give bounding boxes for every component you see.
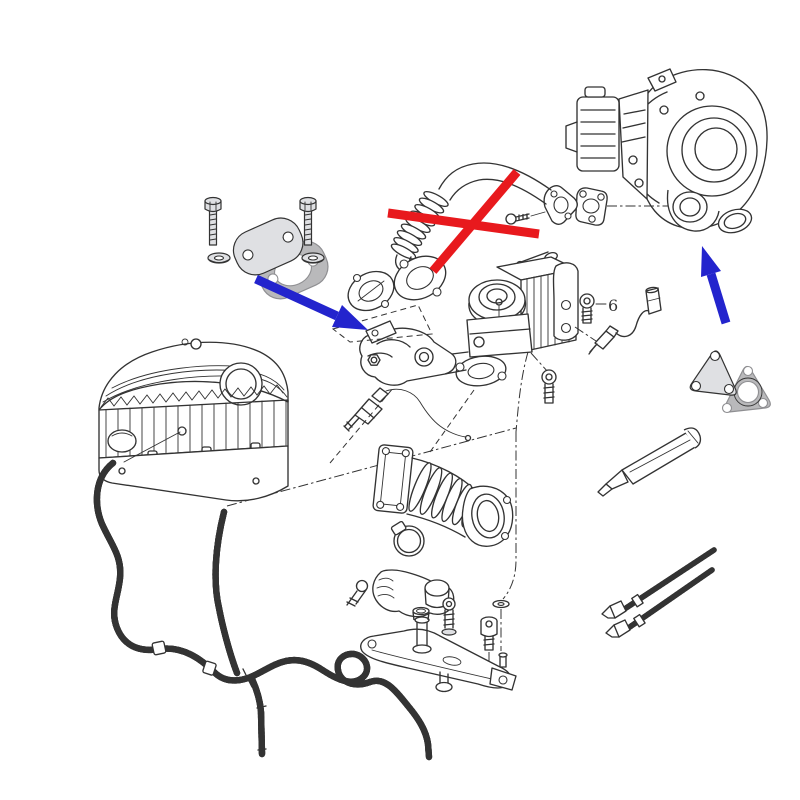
blanking-plate-location-outline xyxy=(331,304,433,343)
blanking-plate-bolt-2 xyxy=(299,196,317,246)
egr-blanking-kit xyxy=(204,196,329,300)
blue-arrow-to-egr-valve xyxy=(254,274,368,330)
pipe-flange-bolt xyxy=(505,211,546,225)
hose-clamp xyxy=(390,520,425,557)
support-bracket xyxy=(360,606,517,693)
egr-inlet-elbow xyxy=(359,320,469,386)
bracket-stud-cap xyxy=(412,606,432,654)
blanking-plate-bolt-1 xyxy=(204,196,222,246)
hex-nut xyxy=(367,354,381,366)
turbocharger xyxy=(565,68,768,234)
turbo-blanking-kit xyxy=(689,350,771,414)
turbo-outlet-vband xyxy=(717,208,753,234)
callout-6-label: 6 xyxy=(608,296,618,315)
hose-connector xyxy=(151,640,167,656)
hose-connector xyxy=(202,660,217,676)
sealant-tube xyxy=(597,427,702,497)
sealant-nozzle-tip xyxy=(597,483,613,497)
washer-right xyxy=(492,599,510,609)
molded-hose xyxy=(372,569,455,618)
egr-pipe-gasket xyxy=(347,270,395,312)
egr-cooler xyxy=(496,256,579,353)
egr-pipe-end-flange xyxy=(393,255,447,301)
hose-clip xyxy=(238,668,259,688)
construction-lines xyxy=(226,351,529,651)
egr-valve-bolt xyxy=(530,352,557,404)
blue-arrow-to-turbo xyxy=(701,246,731,325)
intake-duct xyxy=(372,444,514,547)
cable-tie-2 xyxy=(605,567,715,638)
bolt-left xyxy=(346,579,369,607)
turbo-blanking-plate xyxy=(689,350,737,396)
bracket-stud-right xyxy=(498,652,508,668)
blanking-plate-washer-1 xyxy=(207,252,231,264)
bolt-center xyxy=(441,597,457,636)
turbo-flange-gasket xyxy=(575,187,668,226)
sensor-with-wire xyxy=(343,387,472,442)
vacuum-hoses xyxy=(97,459,429,761)
mounting-hardware xyxy=(346,579,510,667)
egr-temperature-sensor xyxy=(574,286,662,355)
socket-bolt-right xyxy=(480,616,498,667)
red-delete-cross xyxy=(387,169,540,274)
blanking-plate-washer-2 xyxy=(301,252,325,264)
egr-blanking-plate xyxy=(232,217,304,276)
cable-ties xyxy=(601,547,717,638)
egr-valve-cooler-assembly: 6 xyxy=(331,251,662,442)
turbo-blanking-gasket xyxy=(721,365,771,414)
egr-valve-outlet-flange xyxy=(455,355,507,387)
egr-cooler-bolt xyxy=(579,293,607,324)
egr-valve xyxy=(455,279,533,387)
air-filter-housing xyxy=(98,338,289,502)
cable-tie-1 xyxy=(601,547,717,619)
egr-pipe-bellows xyxy=(390,190,449,260)
